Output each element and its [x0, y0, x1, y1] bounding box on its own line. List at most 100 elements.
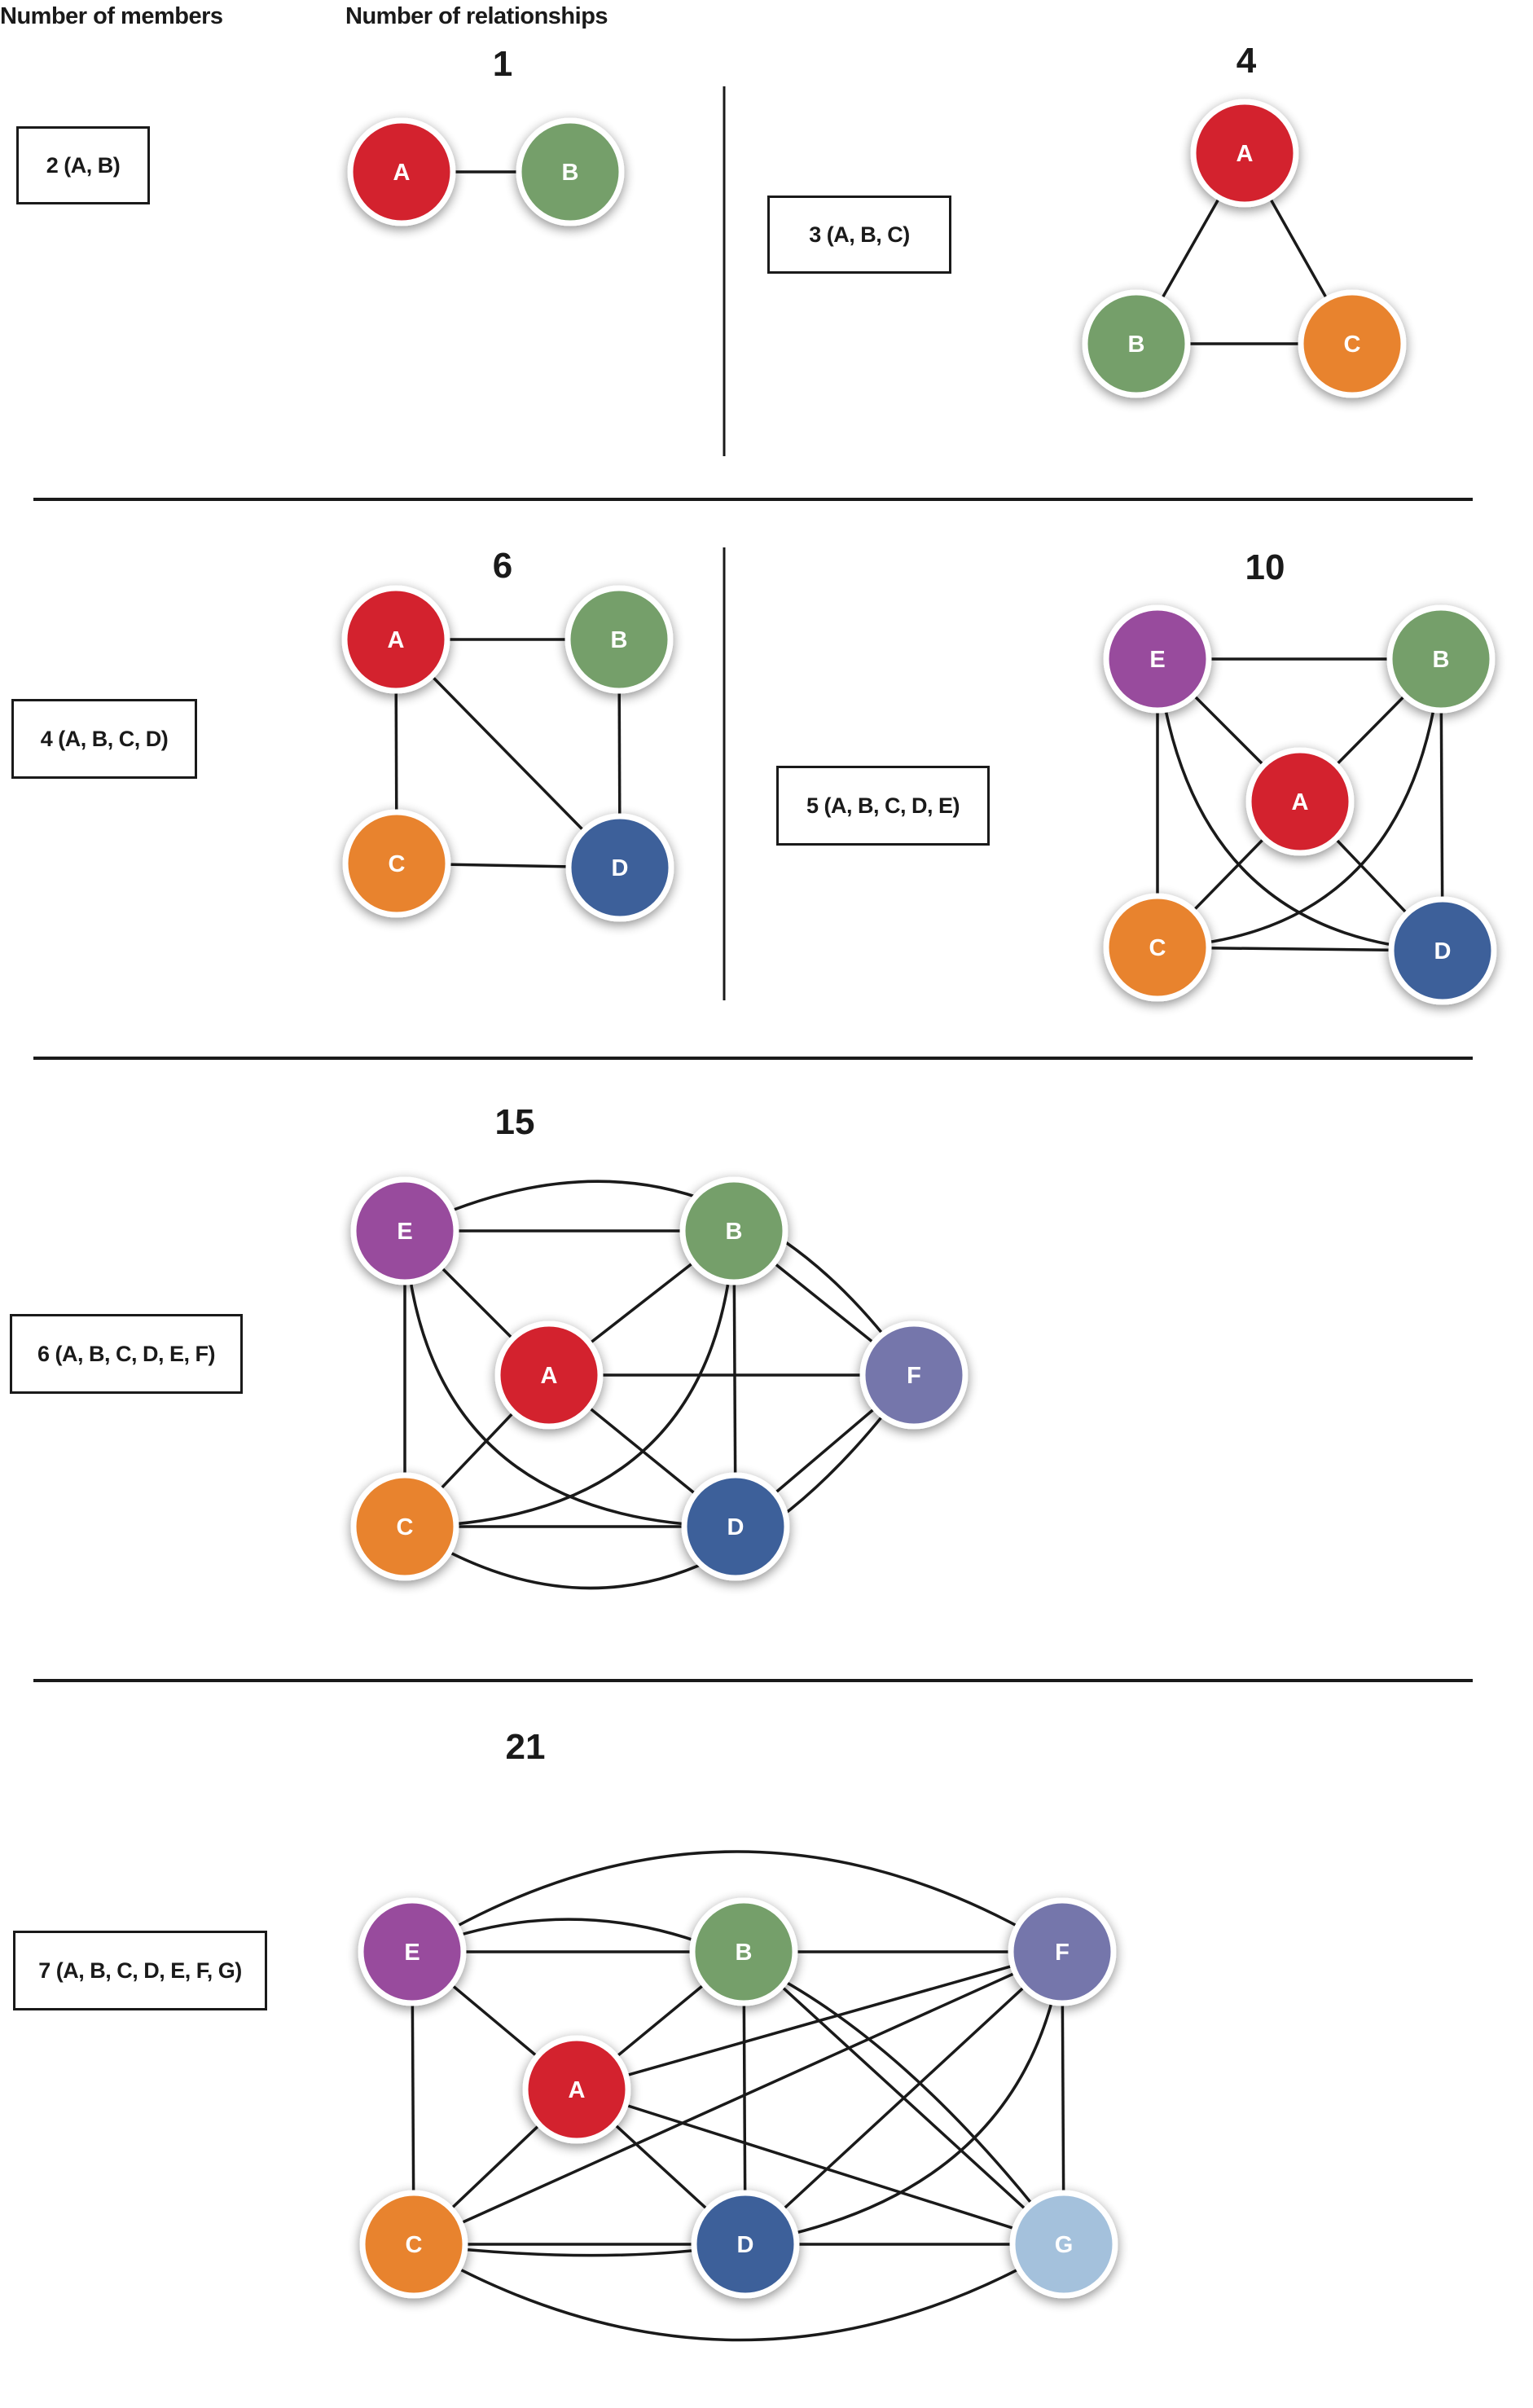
- edge-p7-E-F: [411, 1850, 1063, 1953]
- node-p5-B: B: [1386, 604, 1496, 714]
- node-label-A: A: [1237, 141, 1254, 167]
- header-number-of-members: Number of members: [0, 3, 223, 29]
- relationship-count-3: 4: [1236, 41, 1257, 81]
- node-p6-C: C: [350, 1472, 459, 1581]
- members-box-6: 6 (A, B, C, D, E, F): [10, 1314, 243, 1394]
- node-circle-F: [1008, 1897, 1117, 2006]
- node-label-E: E: [397, 1219, 412, 1245]
- node-label-B: B: [1433, 647, 1450, 673]
- node-circle-C: [1103, 893, 1212, 1002]
- node-label-F: F: [1055, 1940, 1070, 1966]
- node-circle-A: [494, 1320, 604, 1430]
- node-p6-B: B: [679, 1176, 788, 1285]
- node-circle-D: [681, 1472, 790, 1581]
- node-p6-F: F: [859, 1320, 969, 1430]
- node-p2-A: A: [347, 117, 456, 226]
- node-label-D: D: [727, 1514, 745, 1540]
- node-circle-A: [522, 2035, 631, 2144]
- node-label-A: A: [393, 160, 411, 186]
- relationship-count-4: 6: [492, 546, 513, 586]
- node-circle-D: [1388, 896, 1497, 1005]
- node-label-F: F: [907, 1363, 921, 1389]
- node-label-C: C: [1149, 935, 1166, 961]
- node-p5-D: D: [1388, 896, 1497, 1005]
- node-p6-D: D: [681, 1472, 790, 1581]
- node-circle-A: [1245, 747, 1355, 856]
- node-label-C: C: [389, 851, 406, 877]
- node-p7-E: E: [358, 1897, 467, 2006]
- node-circle-B: [679, 1176, 788, 1285]
- node-label-E: E: [1149, 647, 1165, 673]
- node-circle-B: [689, 1897, 798, 2006]
- node-label-B: B: [611, 627, 628, 653]
- node-label-A: A: [541, 1363, 558, 1389]
- node-p3-C: C: [1298, 289, 1407, 398]
- edge-p7-C-G: [413, 2243, 1065, 2342]
- node-circle-B: [516, 117, 625, 226]
- node-label-C: C: [1344, 332, 1361, 358]
- edge-p7-F-D: [744, 1950, 1064, 2246]
- node-circle-E: [350, 1176, 459, 1285]
- node-label-C: C: [397, 1514, 414, 1540]
- node-p6-A: A: [494, 1320, 604, 1430]
- edge-p6-E-D: [403, 1230, 736, 1528]
- node-p7-D: D: [691, 2190, 800, 2299]
- node-circle-C: [1298, 289, 1407, 398]
- edge-p6-E-F: [404, 1180, 916, 1377]
- node-label-A: A: [388, 627, 405, 653]
- node-circle-E: [1103, 604, 1212, 714]
- node-circle-B: [1386, 604, 1496, 714]
- node-circle-D: [691, 2190, 800, 2299]
- members-box-7: 7 (A, B, C, D, E, F, G): [13, 1931, 267, 2010]
- node-p4-A: A: [341, 585, 450, 694]
- node-label-B: B: [562, 160, 579, 186]
- edge-p5-B-C: [1157, 658, 1443, 949]
- edge-p5-E-D: [1156, 658, 1443, 952]
- node-p7-A: A: [522, 2035, 631, 2144]
- relationship-count-2: 1: [492, 44, 513, 84]
- relationship-count-5: 10: [1245, 547, 1285, 587]
- node-circle-A: [341, 585, 450, 694]
- members-box-2: 2 (A, B): [16, 126, 150, 204]
- node-p6-E: E: [350, 1176, 459, 1285]
- node-p7-F: F: [1008, 1897, 1117, 2006]
- node-circle-D: [565, 813, 674, 922]
- node-p3-B: B: [1082, 289, 1191, 398]
- members-box-4: 4 (A, B, C, D): [11, 699, 197, 779]
- node-p4-C: C: [342, 809, 451, 918]
- node-label-B: B: [726, 1219, 743, 1245]
- node-label-D: D: [612, 855, 629, 881]
- node-p4-D: D: [565, 813, 674, 922]
- relationship-count-7: 21: [505, 1727, 546, 1767]
- node-p7-C: C: [359, 2190, 468, 2299]
- node-circle-C: [359, 2190, 468, 2299]
- node-circle-A: [347, 117, 456, 226]
- members-box-3: 3 (A, B, C): [767, 196, 951, 274]
- members-box-5: 5 (A, B, C, D, E): [776, 766, 990, 846]
- edge-p7-C-F: [413, 1951, 1064, 2257]
- edge-p6-C-F: [404, 1373, 916, 1590]
- relationship-count-6: 15: [494, 1102, 535, 1142]
- node-circle-E: [358, 1897, 467, 2006]
- node-label-C: C: [406, 2232, 423, 2258]
- edge-p7-F-A: [576, 1950, 1063, 2091]
- node-circle-B: [1082, 289, 1191, 398]
- node-label-A: A: [569, 2077, 586, 2103]
- node-p2-B: B: [516, 117, 625, 226]
- node-label-A: A: [1292, 789, 1309, 815]
- header-number-of-relationships: Number of relationships: [345, 3, 608, 29]
- node-p4-B: B: [564, 585, 674, 694]
- node-circle-A: [1190, 99, 1299, 208]
- node-circle-F: [859, 1320, 969, 1430]
- edge-p7-A-G: [576, 2088, 1065, 2246]
- node-label-E: E: [404, 1940, 419, 1966]
- edge-p7-F-C: [413, 1950, 1063, 2246]
- node-circle-C: [350, 1472, 459, 1581]
- node-p7-B: B: [689, 1897, 798, 2006]
- node-label-D: D: [737, 2232, 754, 2258]
- node-label-G: G: [1055, 2232, 1074, 2258]
- node-p3-A: A: [1190, 99, 1299, 208]
- node-p5-A: A: [1245, 747, 1355, 856]
- node-p5-C: C: [1103, 893, 1212, 1002]
